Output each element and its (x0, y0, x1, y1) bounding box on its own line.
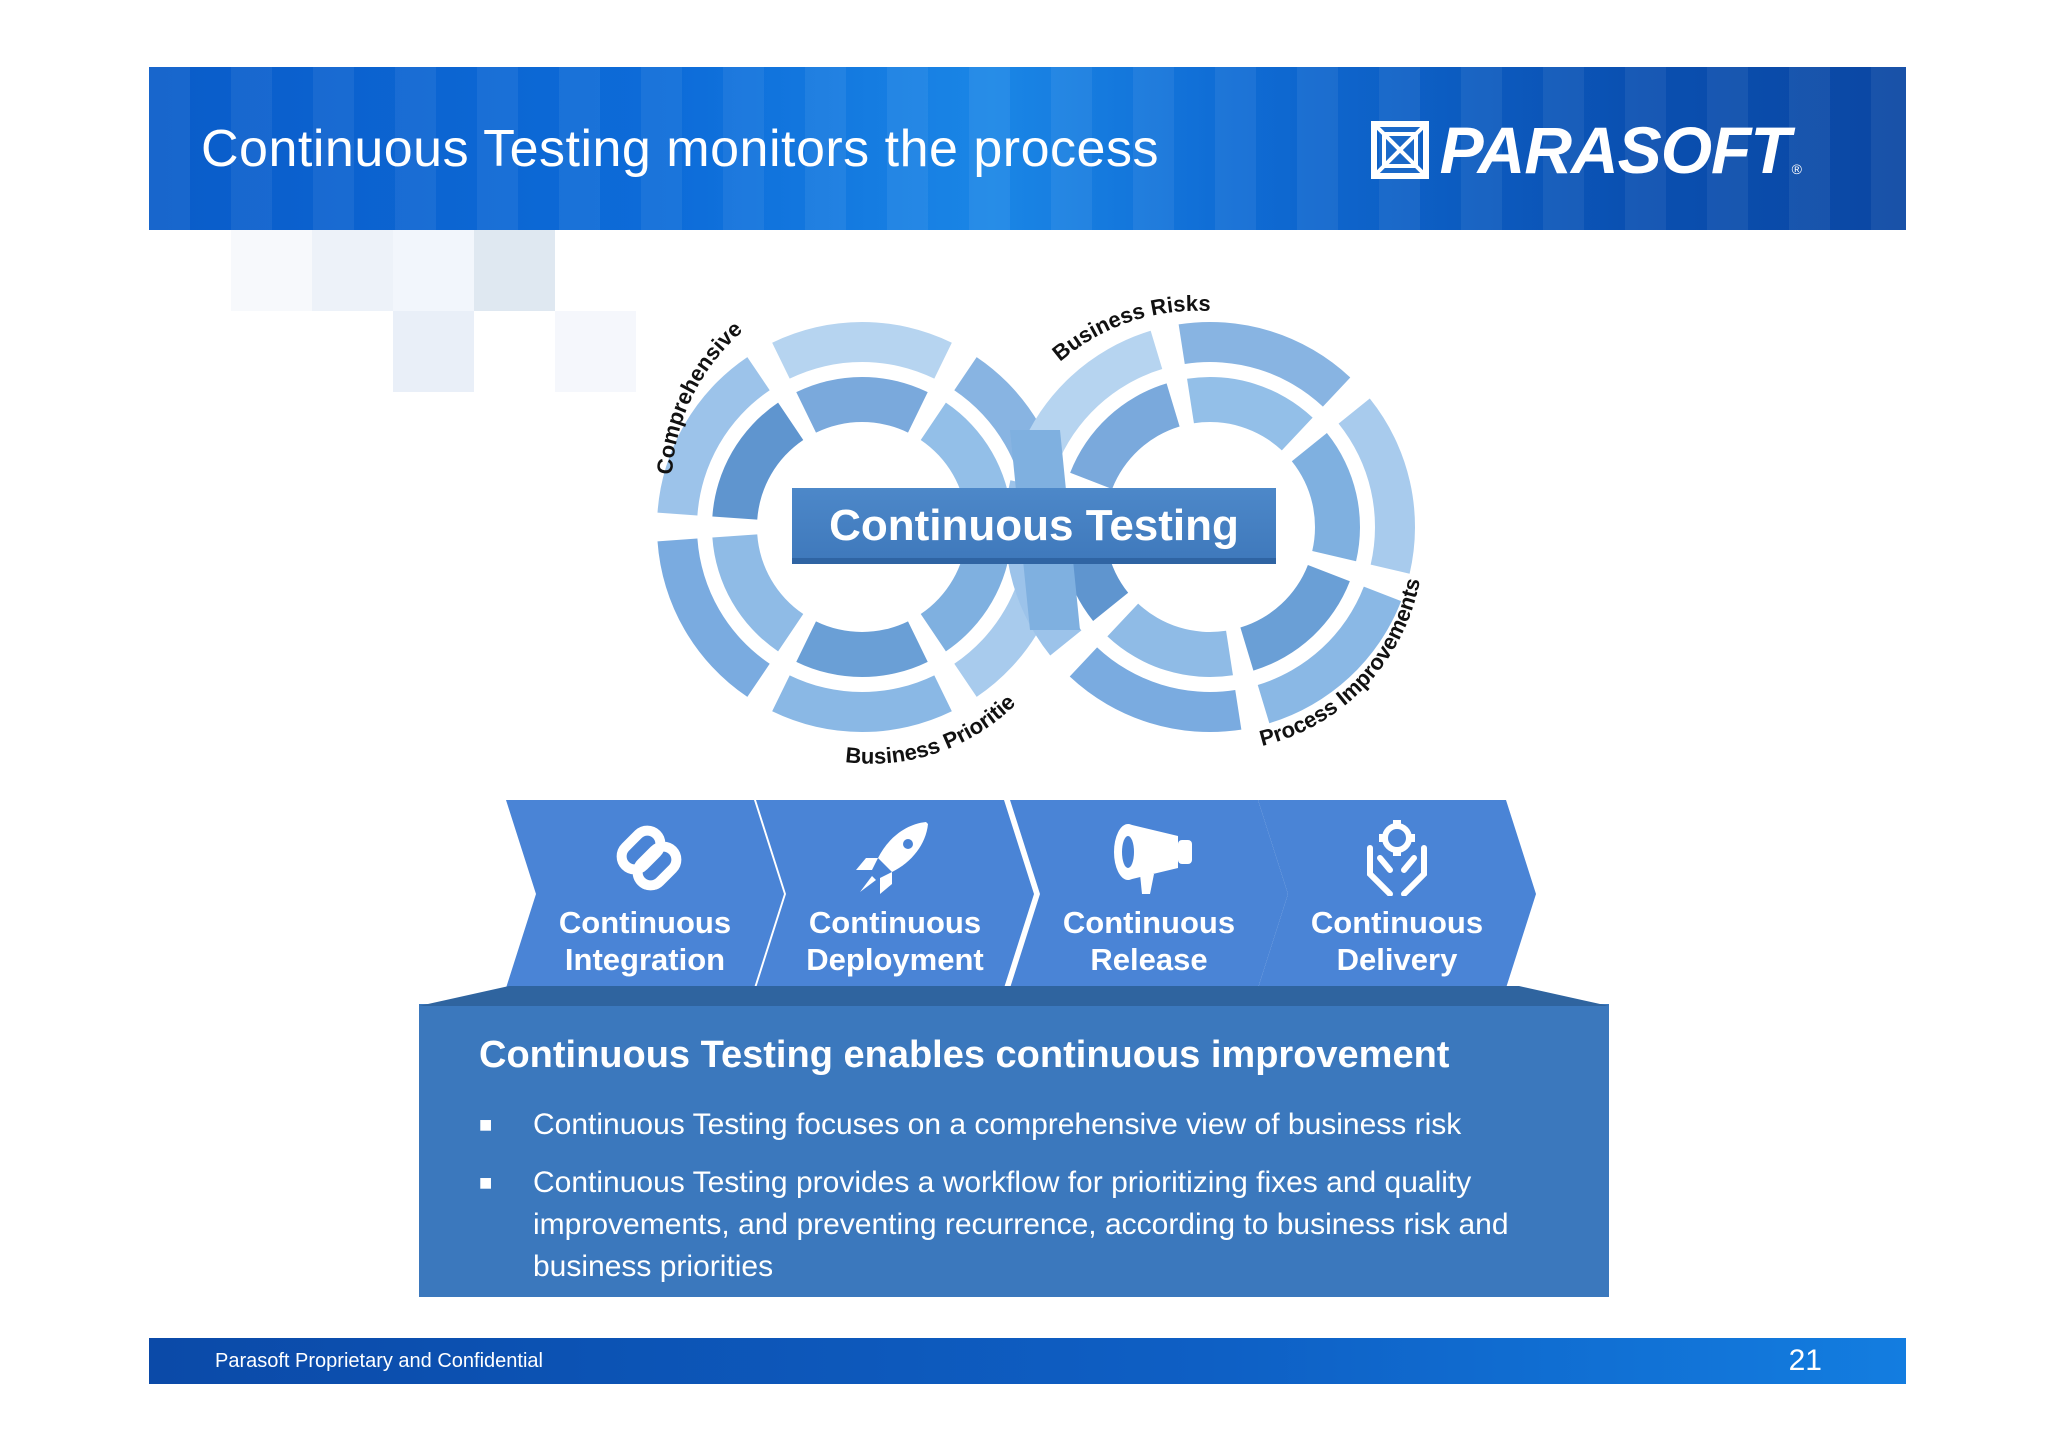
page-number: 21 (1788, 1344, 1822, 1377)
loop-arrow-segment (1240, 564, 1350, 671)
megaphone-icon (1114, 824, 1192, 894)
loop-arrow-segment (796, 621, 928, 677)
header-banner: Continuous Testing monitors the process … (149, 67, 1906, 230)
footer-confidential-text: Parasoft Proprietary and Confidential (215, 1350, 543, 1372)
loop-arrow-segment (712, 402, 804, 520)
parasoft-logo-icon (1370, 121, 1429, 179)
loop-arrow-segment (1187, 376, 1313, 451)
logo-registered-mark: ® (1791, 161, 1802, 177)
loop-arrow-segment (772, 675, 952, 733)
decorative-square (474, 230, 555, 311)
loop-arrow-segment (1257, 586, 1402, 724)
loop-arrow-segment (712, 534, 804, 652)
loop-arrow-segment (772, 321, 952, 379)
stage-label: Continuous Integration (558, 905, 732, 977)
decorative-square (555, 311, 636, 392)
improvement-panel: Continuous Testing enables continuous im… (419, 986, 1609, 1297)
decorative-square (393, 230, 474, 311)
bullet-text: Continuous Testing provides a workflow f… (533, 1166, 1509, 1283)
decorative-square (231, 230, 312, 311)
stage-label: Continuous Release (1062, 905, 1236, 977)
parasoft-logo: PARASOFT ® (1370, 117, 1802, 183)
bullet-mark: ■ (479, 1170, 493, 1195)
stage-continuous-integration: Continuous Integration (506, 800, 784, 988)
chevron-shape (1258, 800, 1536, 988)
chevron-shape (506, 800, 784, 988)
logo-text: PARASOFT (1439, 113, 1791, 187)
continuous-testing-label: Continuous Testing (792, 488, 1276, 564)
page-title: Continuous Testing monitors the process (201, 120, 1159, 178)
link-icon (616, 825, 682, 891)
loop-arrow-segment (1338, 398, 1415, 574)
footer-bar: Parasoft Proprietary and Confidential 21 (149, 1338, 1906, 1384)
panel-bevel (419, 986, 1609, 1006)
chevron-shape (756, 800, 1034, 988)
decorative-square (312, 230, 393, 311)
stage-continuous-delivery: Continuous Delivery (1258, 800, 1536, 988)
panel-heading: Continuous Testing enables continuous im… (479, 1034, 1450, 1076)
rocket-icon (856, 822, 928, 894)
bullet-mark: ■ (479, 1112, 493, 1137)
decorative-square (393, 311, 474, 392)
loop-arrow-segment (796, 377, 928, 433)
loop-arrow-segment (1291, 433, 1360, 562)
loop-arrow-segment (1070, 383, 1180, 490)
loop-arrow-segment (1069, 647, 1242, 732)
loop-arrow-segment (1178, 321, 1351, 407)
bullet-text: Continuous Testing focuses on a comprehe… (533, 1108, 1462, 1141)
loop-arrow-segment (657, 538, 770, 697)
stage-label: Continuous Deployment (806, 905, 984, 977)
loop-arrow-segment (657, 357, 770, 516)
loop-arrow-segment (1107, 603, 1233, 677)
stage-continuous-release: Continuous Release (1010, 800, 1288, 988)
stage-label: Continuous Delivery (1310, 905, 1484, 977)
stage-continuous-deployment: Continuous Deployment (756, 800, 1034, 988)
gear-hands-icon (1367, 820, 1427, 896)
